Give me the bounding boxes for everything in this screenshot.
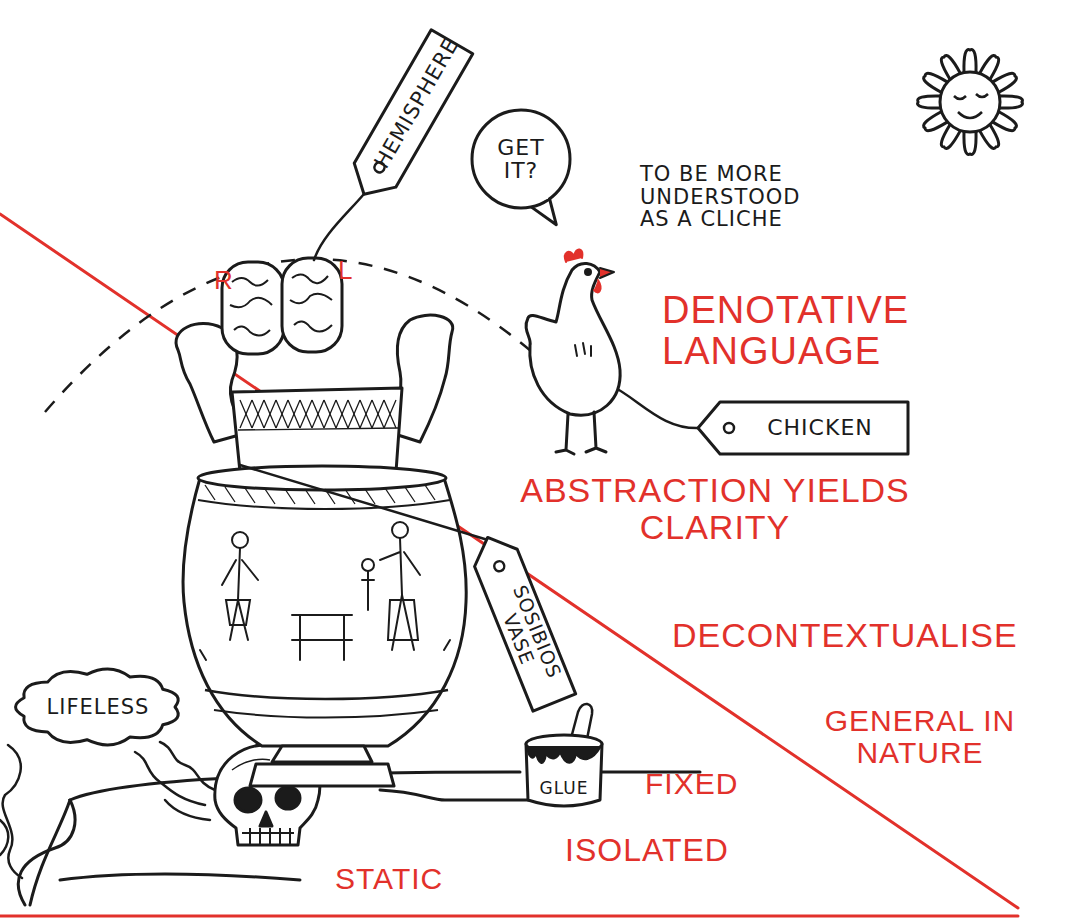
- node-text: CHICKEN: [767, 416, 873, 439]
- brain-part: [282, 258, 342, 352]
- chicken-part: [600, 268, 614, 278]
- vase-figures: [200, 522, 450, 660]
- table-part: [30, 800, 70, 905]
- smoke-part: [165, 800, 210, 820]
- sun-petal: [964, 131, 976, 154]
- vase-hatching-part: [238, 428, 398, 430]
- tag-string-part: [612, 386, 700, 428]
- skull-part: [235, 788, 261, 812]
- vase-figures-part: [388, 600, 418, 640]
- node-text: GET IT?: [491, 136, 551, 182]
- chicken: [526, 249, 620, 454]
- sun-petal: [999, 96, 1022, 108]
- vase-hatching-part: [240, 400, 396, 428]
- concept-label: GENERAL IN NATURE: [780, 705, 1060, 770]
- vase-figures-part: [226, 600, 250, 625]
- vase-figures-part: [380, 538, 420, 650]
- vase-hatching-part: [240, 400, 396, 428]
- vase-figures-part: [222, 548, 258, 640]
- node-text: LIFELESS: [47, 696, 150, 718]
- vase-figures-part: [232, 532, 248, 548]
- chicken-part: [526, 263, 620, 415]
- speech-bubble: GET IT?: [472, 110, 570, 208]
- node-text: GLUE: [540, 780, 589, 798]
- vase-part: [232, 388, 402, 472]
- table-part: [380, 790, 530, 800]
- chicken-part: [575, 343, 591, 356]
- vase-part: [205, 690, 448, 699]
- concept-label: STATIC: [335, 863, 505, 895]
- vase-figures-part: [200, 640, 450, 660]
- chicken-part: [586, 270, 591, 275]
- vase-part: [198, 466, 446, 490]
- sun: [918, 50, 1023, 155]
- note-text: TO BE MORE UNDERSTOOD AS A CLICHE: [640, 163, 832, 231]
- chicken-part: [594, 280, 601, 292]
- node-outline: [526, 744, 602, 806]
- node-outline: [16, 669, 179, 745]
- vase: [176, 315, 466, 786]
- chicken-part: [556, 412, 606, 454]
- tag-string-part: [240, 465, 488, 540]
- brain-part: [230, 274, 332, 335]
- vase-hatching-part: [205, 485, 435, 504]
- tag-hole: [724, 423, 734, 433]
- vase-part: [214, 710, 438, 718]
- thought-bubble: LIFELESS: [15, 668, 181, 746]
- vase-part: [272, 746, 372, 762]
- tag-hole: [493, 560, 506, 573]
- sun-petal: [918, 96, 941, 108]
- vase-figures-part: [392, 522, 408, 538]
- node-outline: [472, 110, 570, 208]
- smoke-part: [160, 742, 215, 790]
- glue-drip: [527, 746, 601, 763]
- vase-figures-part: [362, 559, 374, 571]
- red-triangle: [0, 214, 1018, 916]
- smoke: [0, 742, 215, 878]
- concept-label: DENOTATIVE LANGUAGE: [662, 290, 962, 372]
- name-tag: SOSIBIOS VASE: [466, 529, 575, 711]
- brain: [222, 258, 342, 354]
- node-outline: [698, 402, 908, 454]
- sun-face: [940, 72, 1000, 132]
- vase-part: [250, 764, 394, 786]
- red-triangle-part: [0, 915, 1018, 918]
- tag-string-part: [314, 194, 364, 260]
- sun-smile: [954, 94, 988, 118]
- hemisphere-letter: L: [338, 256, 372, 284]
- smoke-part: [135, 752, 205, 805]
- hemisphere-letter: R: [214, 266, 248, 294]
- node-outline: [343, 30, 473, 206]
- vase-figures-part: [362, 571, 374, 610]
- smoke-part: [0, 820, 8, 855]
- sun-petal: [964, 50, 976, 73]
- vase-part: [198, 500, 450, 509]
- vase-part: [183, 478, 466, 746]
- table-part: [60, 874, 300, 880]
- chicken-part: [565, 249, 582, 262]
- glue-pot: GLUE: [522, 728, 606, 808]
- smoke-part: [3, 745, 22, 878]
- concept-label: FIXED: [645, 768, 785, 800]
- skull-part: [242, 828, 294, 845]
- node-text: SOSIBIOS VASE: [484, 567, 570, 704]
- vase-figures-part: [292, 615, 352, 660]
- concept-label: DECONTEXTUALISE: [672, 617, 1087, 654]
- skull-part: [276, 787, 300, 809]
- name-tag: HEMISPHERE: [343, 30, 473, 206]
- concept-label: ABSTRACTION YIELDS CLARITY: [495, 472, 935, 545]
- concept-label: ISOLATED: [565, 833, 805, 868]
- bubble-join: [528, 196, 548, 201]
- name-tag: CHICKEN: [698, 402, 908, 454]
- red-triangle-part: [0, 214, 1018, 908]
- node-outline: [466, 529, 575, 711]
- skull-part: [260, 812, 272, 826]
